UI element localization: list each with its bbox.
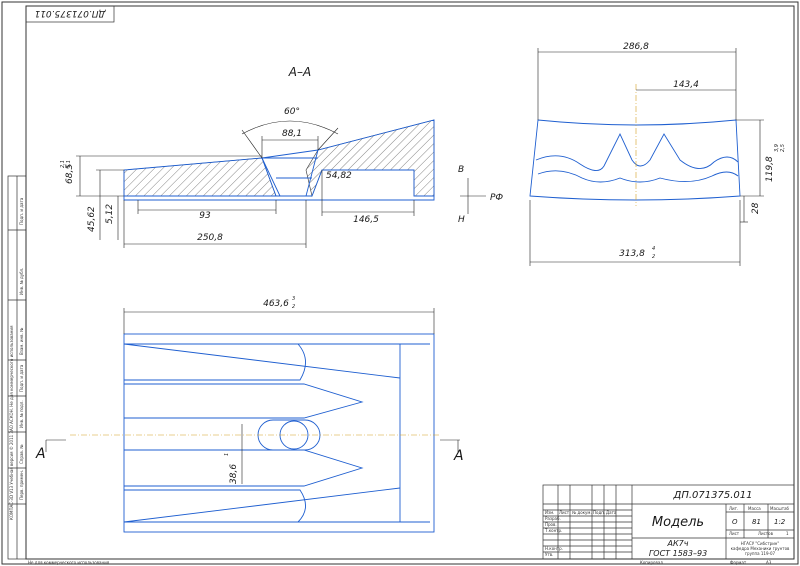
row-ncontr: Н.контр. bbox=[545, 546, 563, 551]
tb-material-1: АК7ч bbox=[667, 539, 689, 548]
row-date: Дата bbox=[606, 510, 617, 515]
dim-119-tol-up: 3,9 bbox=[774, 144, 780, 152]
view-n: Н bbox=[458, 215, 465, 225]
dim-313-tol-up: 4 bbox=[652, 246, 655, 252]
dim-463-tol-up: 3 bbox=[292, 296, 295, 302]
dim-68-tol-dn: 1,1 bbox=[66, 160, 72, 168]
tb-org-2: кафедра Механики грунтов bbox=[731, 546, 790, 551]
row-sign: Подп. bbox=[593, 510, 605, 515]
dim-313-tol-dn: 2 bbox=[652, 254, 655, 260]
dim-143: 143,4 bbox=[673, 80, 699, 90]
dim-54: 54,82 bbox=[326, 171, 352, 181]
front-view: 286,8 143,4 119,8 3,9 2,5 28 313,8 4 2 bbox=[529, 42, 786, 266]
tb-format-value: А3 bbox=[766, 560, 772, 565]
dim-angle: 60° bbox=[284, 107, 300, 117]
dim-146: 146,5 bbox=[353, 215, 379, 225]
tb-org-1: НГАСУ "Сибстрин" bbox=[741, 541, 780, 546]
top-designation-box: ДП.071375.011 bbox=[25, 5, 115, 23]
section-label: А–А bbox=[288, 65, 311, 79]
side-box-4: Подп. и дата bbox=[19, 364, 24, 392]
row-doc: № докум. bbox=[572, 510, 592, 515]
cut-mark-right: А bbox=[453, 448, 464, 464]
side-box-6: Справ. № bbox=[19, 445, 24, 464]
dim-28: 28 bbox=[751, 202, 761, 214]
side-box-3: Взам. инв. № bbox=[19, 328, 24, 355]
side-box-7: Перв. примен. bbox=[19, 470, 24, 500]
cut-mark-left: А bbox=[35, 446, 46, 462]
row-change: Изм. bbox=[545, 510, 554, 515]
row-tcontr: Т.контр. bbox=[544, 528, 562, 533]
row-appr: Утв. bbox=[545, 552, 553, 557]
tb-material-2: ГОСТ 1583–93 bbox=[649, 549, 707, 558]
tb-sheet-label: Лист bbox=[729, 531, 740, 536]
side-box-1: Подп. и дата bbox=[19, 197, 24, 225]
dim-119: 119,8 bbox=[765, 156, 775, 182]
tb-org-3: группа 119-07 bbox=[745, 551, 776, 556]
plan-lower-tooth bbox=[124, 449, 364, 487]
row-dev: Разраб. bbox=[545, 516, 561, 521]
view-b: В bbox=[458, 165, 464, 175]
top-designation-text: ДП.071375.011 bbox=[34, 8, 106, 18]
dim-5: 5,12 bbox=[105, 204, 115, 224]
dim-93: 93 bbox=[199, 211, 211, 221]
side-box-2: Инв. № дубл. bbox=[19, 268, 24, 295]
dim-313: 313,8 bbox=[619, 249, 645, 259]
side-stamp-text: КОМПАС-3D V13 Учебная версия © 2011 ЗАО … bbox=[9, 325, 14, 520]
front-profile bbox=[535, 132, 739, 171]
dim-463-tol-dn: 2 bbox=[292, 304, 295, 310]
section-right-hatch bbox=[305, 119, 435, 198]
plan-outline bbox=[123, 333, 435, 533]
dim-38-tol: 1 bbox=[224, 453, 230, 456]
side-stamp: КОМПАС-3D V13 Учебная версия © 2011 ЗАО … bbox=[7, 175, 27, 560]
dim-250: 250,8 bbox=[197, 233, 223, 243]
plan-upper-lobe bbox=[124, 343, 306, 381]
plan-view: 463,6 3 2 38,6 1 А А bbox=[35, 296, 464, 533]
tb-mass-value: 81 bbox=[752, 518, 761, 526]
tb-col-scale: Масштаб bbox=[770, 506, 790, 511]
dim-119-tol-dn: 2,5 bbox=[780, 144, 786, 152]
footer-note: Не для коммерческого использования bbox=[28, 560, 110, 565]
plan-upper-tooth bbox=[124, 383, 364, 419]
tb-scale-value: 1:2 bbox=[774, 518, 786, 526]
tb-sheets-label: Листов bbox=[758, 531, 774, 536]
side-box-5: Инв. № подл. bbox=[19, 400, 24, 428]
tb-lit-value: О bbox=[732, 518, 738, 526]
section-view: А–А 60° 88,1 68,5 2,1 1,1 45,62 bbox=[60, 65, 503, 248]
dim-88: 88,1 bbox=[282, 129, 302, 139]
dim-45: 45,62 bbox=[87, 206, 97, 232]
tb-copied: Копировал bbox=[640, 560, 663, 565]
tb-name: Модель bbox=[652, 515, 704, 530]
dim-68-tol-up: 2,1 bbox=[60, 160, 66, 168]
tb-format: Формат bbox=[730, 560, 747, 565]
section-base bbox=[123, 196, 435, 201]
dim-68: 68,5 bbox=[65, 164, 75, 184]
dim-286: 286,8 bbox=[623, 42, 649, 52]
front-outline bbox=[529, 119, 741, 201]
tb-sheets-value: 1 bbox=[786, 531, 789, 536]
row-check: Пров. bbox=[545, 522, 557, 527]
title-block: Изм. Лист № докум. Подп. Дата Разраб. Пр… bbox=[542, 484, 795, 565]
tb-designation: ДП.071375.011 bbox=[673, 490, 753, 501]
plan-slot bbox=[257, 419, 321, 451]
front-profile-lower bbox=[537, 170, 739, 183]
tb-col-mass: Масса bbox=[748, 506, 761, 511]
row-sheet: Лист bbox=[559, 510, 570, 515]
dim-463: 463,6 bbox=[263, 299, 289, 309]
plan-lower-lobe bbox=[124, 489, 306, 523]
view-rf: РФ bbox=[490, 193, 503, 203]
tb-col-lit: Лит. bbox=[729, 506, 738, 511]
dim-38: 38,6 bbox=[229, 464, 239, 484]
